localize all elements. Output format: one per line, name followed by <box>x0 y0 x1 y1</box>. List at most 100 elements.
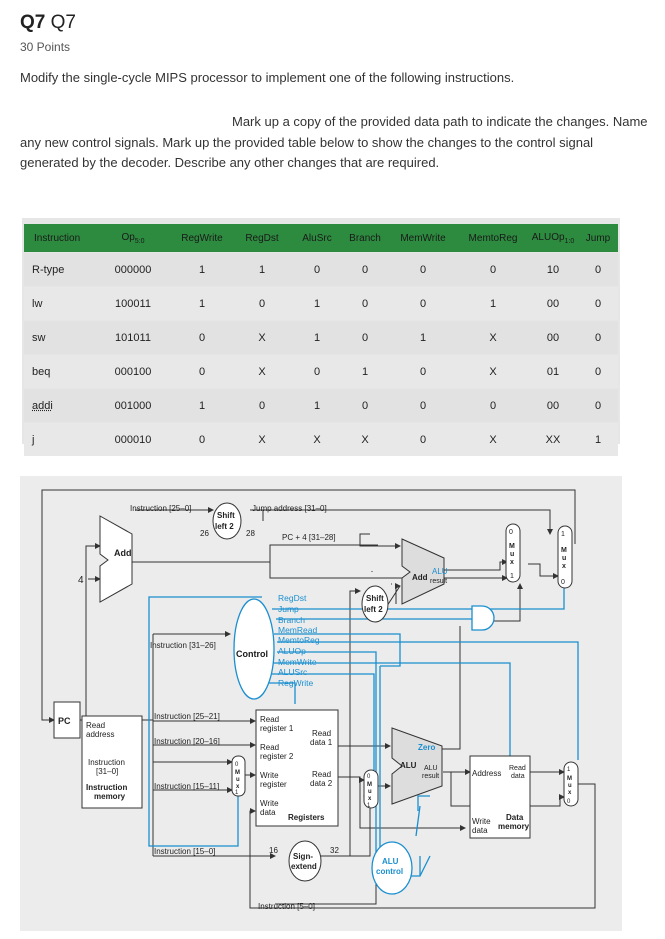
instr-20-16: Instruction [20–16] <box>154 737 220 746</box>
col-instruction: Instruction <box>24 224 94 253</box>
signal-branch: Branch <box>278 615 305 625</box>
cell: addi <box>24 388 94 423</box>
cell: 00 <box>528 320 578 355</box>
rdmux-x: x <box>236 784 240 790</box>
cell: XX <box>528 422 578 456</box>
instr-5-0: Instruction [5–0] <box>258 902 315 911</box>
cell: 0 <box>578 252 618 287</box>
rr2-b: register 2 <box>260 752 294 761</box>
jmux-1: 1 <box>561 531 565 538</box>
sign-a: Sign- <box>293 852 313 861</box>
signal-aluop: ALUOp <box>278 646 306 656</box>
mtr-x: x <box>568 790 572 796</box>
col-jump: Jump <box>578 224 618 253</box>
aluctl-b: control <box>376 867 403 876</box>
cell: X <box>232 320 292 355</box>
signal-jump: Jump <box>278 604 299 614</box>
wr-b: register <box>260 780 287 789</box>
sign-b: extend <box>291 862 317 871</box>
datapath-diagram: Add 4 Shift left 2 Instruction [25–0] 26… <box>41 489 596 911</box>
signal-memwrite: MemWrite <box>278 657 317 667</box>
rd1-b: data 1 <box>310 738 333 747</box>
rd1-a: Read <box>312 729 331 738</box>
cell: 0 <box>578 320 618 355</box>
branch-shift-left-2: Shift left 2 <box>361 585 389 623</box>
n26-label: 26 <box>200 529 209 538</box>
mips-datapath-figure: Add 4 Shift left 2 Instruction [25–0] 26… <box>20 476 622 931</box>
col-regdst: RegDst <box>232 224 292 253</box>
alusrc-mux: 0 M u x 1 <box>363 769 379 809</box>
instr-out-2: [31–0] <box>96 767 118 776</box>
zero-label: Zero <box>418 743 435 752</box>
data-memory: Address Read data Write data Data memory <box>469 755 531 839</box>
dmem-write-a: Write <box>472 817 491 826</box>
control-signal-table: Instruction Op5:0 RegWrite RegDst AluSrc… <box>22 218 620 456</box>
alu: Zero ALU ALU result <box>391 727 443 805</box>
memtoreg-mux: 1 M u x 0 <box>563 761 579 807</box>
mtr-u: u <box>568 783 572 789</box>
dmem-write-b: data <box>472 826 488 835</box>
pc-register: PC <box>53 701 81 739</box>
and-gate <box>471 605 495 631</box>
mux-m: M <box>509 543 515 550</box>
cell: 0 <box>578 388 618 423</box>
cell: 0 <box>292 252 342 287</box>
control-unit: Control <box>233 598 275 700</box>
cell: X <box>342 422 388 456</box>
cell: X <box>458 320 528 355</box>
cell: 1 <box>292 320 342 355</box>
cell: 0 <box>292 354 342 389</box>
regdst-mux: 0 M u x 1 <box>231 755 246 797</box>
jmux-0: 0 <box>561 579 565 586</box>
alu-res-a: ALU <box>424 765 438 772</box>
rdmux-1: 1 <box>235 790 239 796</box>
cell: 01 <box>528 354 578 389</box>
jump-address-label: Jump address [31–0] <box>252 504 327 513</box>
cell: 1 <box>342 354 388 389</box>
left2b-label: left 2 <box>364 605 383 614</box>
col-regwrite: RegWrite <box>172 224 232 253</box>
cell: X <box>232 422 292 456</box>
cell: X <box>232 354 292 389</box>
cell: 00 <box>528 286 578 321</box>
cell: 0 <box>342 320 388 355</box>
instructions-paragraph-1: Modify the single-cycle MIPS processor t… <box>20 70 515 85</box>
cell: 1 <box>578 422 618 456</box>
wr-a: Write <box>260 771 279 780</box>
cell: 0 <box>388 422 458 456</box>
cell: 0 <box>458 388 528 423</box>
cell: 001000 <box>94 388 172 423</box>
cell: 0 <box>458 252 528 287</box>
cell: 1 <box>458 286 528 321</box>
jmux-u: u <box>562 555 566 562</box>
cell: lw <box>24 286 94 321</box>
wd-a: Write <box>260 799 279 808</box>
pc-adder: Add <box>99 515 133 603</box>
n28-label: 28 <box>246 529 255 538</box>
n16-label: 16 <box>269 846 278 855</box>
left2-label: left 2 <box>215 522 234 531</box>
cell: 101011 <box>94 320 172 355</box>
imem-label-2: memory <box>94 792 126 801</box>
wd-b: data <box>260 808 276 817</box>
cell: j <box>24 422 94 456</box>
cell: 0 <box>232 286 292 321</box>
col-alusrc: AluSrc <box>292 224 342 253</box>
control-label: Control <box>236 649 268 659</box>
registers-label: Registers <box>288 813 325 822</box>
cell: 1 <box>172 286 232 321</box>
dmem-memory: memory <box>498 822 530 831</box>
cell: 0 <box>342 252 388 287</box>
jmux-x: x <box>562 563 566 570</box>
cell: 1 <box>172 252 232 287</box>
cell: X <box>458 422 528 456</box>
mux-0: 0 <box>509 529 513 536</box>
rd2-b: data 2 <box>310 779 333 788</box>
col-memtoreg: MemtoReg <box>458 224 528 253</box>
cell: X <box>292 422 342 456</box>
shift-label: Shift <box>217 511 235 520</box>
cell: 1 <box>232 252 292 287</box>
